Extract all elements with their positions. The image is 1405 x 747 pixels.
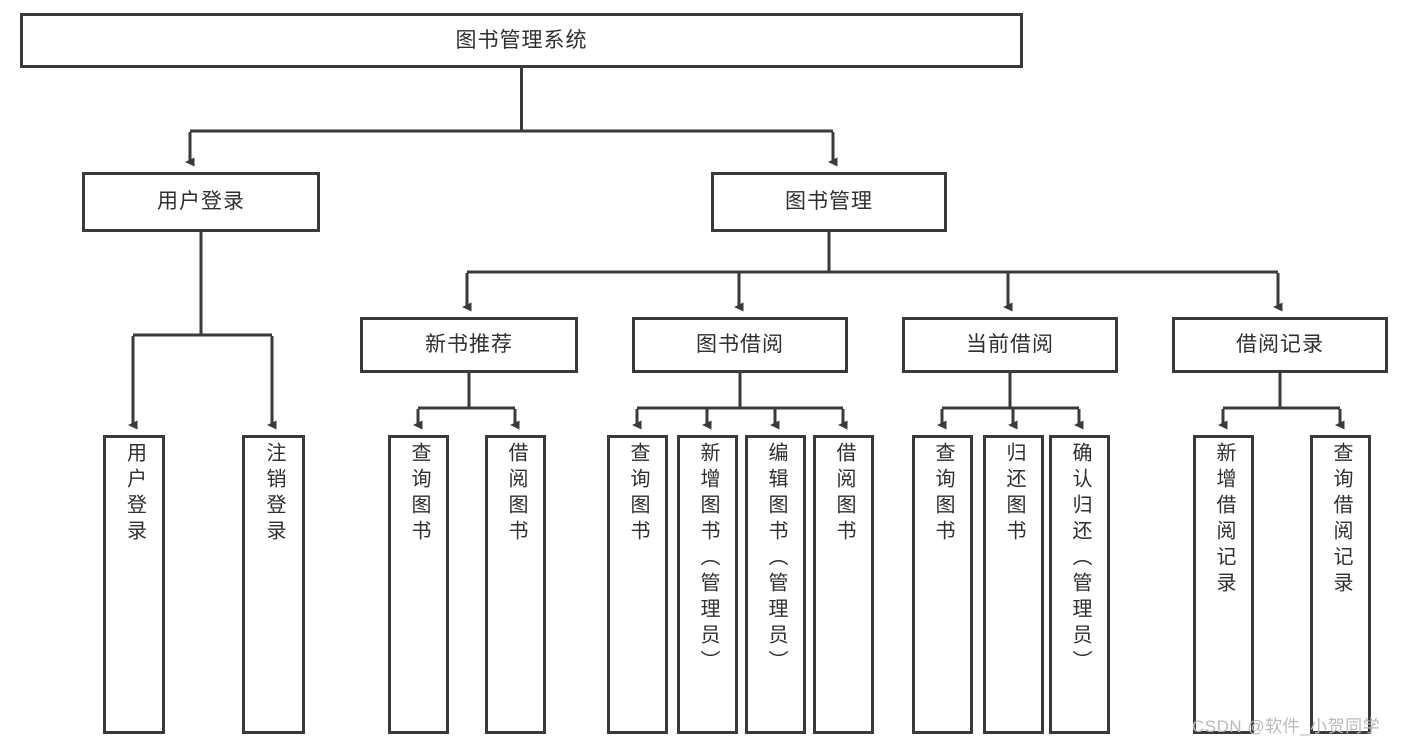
node-leaf-query-book-2[interactable]: 查询图书	[607, 435, 668, 734]
node-leaf-add-book[interactable]: 新增图书（管理员）	[677, 435, 738, 734]
node-leaf-logout-login[interactable]: 注销登录	[242, 435, 305, 734]
node-root-label: 图书管理系统	[455, 28, 588, 52]
node-new-book-recommend[interactable]: 新书推荐	[360, 317, 578, 373]
node-leaf-borrow-book-2-label: 借阅图书	[833, 442, 855, 546]
node-book-manage[interactable]: 图书管理	[711, 172, 947, 232]
node-leaf-add-record[interactable]: 新增借阅记录	[1193, 435, 1254, 734]
node-leaf-edit-book-label: 编辑图书（管理员）	[765, 442, 787, 676]
node-leaf-user-login[interactable]: 用户登录	[103, 435, 165, 734]
node-leaf-query-record[interactable]: 查询借阅记录	[1310, 435, 1371, 734]
node-current-borrow[interactable]: 当前借阅	[902, 317, 1118, 373]
node-leaf-query-book-1-label: 查询图书	[408, 442, 430, 546]
node-leaf-query-record-label: 查询借阅记录	[1330, 442, 1352, 598]
node-leaf-return-book-label: 归还图书	[1003, 442, 1025, 546]
node-leaf-return-book[interactable]: 归还图书	[983, 435, 1044, 734]
node-leaf-query-book-3-label: 查询图书	[932, 442, 954, 546]
node-book-borrow-label: 图书借阅	[696, 333, 784, 357]
node-leaf-borrow-book-1-label: 借阅图书	[505, 442, 527, 546]
node-leaf-confirm-return[interactable]: 确认归还（管理员）	[1049, 435, 1110, 734]
node-leaf-query-book-1[interactable]: 查询图书	[388, 435, 449, 734]
node-root[interactable]: 图书管理系统	[20, 13, 1023, 68]
node-book-borrow[interactable]: 图书借阅	[632, 317, 848, 373]
node-user-login[interactable]: 用户登录	[82, 172, 320, 232]
node-new-book-recommend-label: 新书推荐	[425, 333, 513, 357]
node-leaf-borrow-book-1[interactable]: 借阅图书	[485, 435, 546, 734]
node-leaf-query-book-2-label: 查询图书	[627, 442, 649, 546]
node-leaf-query-book-3[interactable]: 查询图书	[912, 435, 973, 734]
node-book-manage-label: 图书管理	[785, 190, 873, 214]
node-leaf-add-record-label: 新增借阅记录	[1213, 442, 1235, 598]
node-leaf-borrow-book-2[interactable]: 借阅图书	[813, 435, 874, 734]
node-leaf-edit-book[interactable]: 编辑图书（管理员）	[745, 435, 806, 734]
node-borrow-record[interactable]: 借阅记录	[1172, 317, 1388, 373]
node-leaf-user-login-label: 用户登录	[123, 442, 146, 546]
node-current-borrow-label: 当前借阅	[966, 333, 1054, 357]
node-user-login-label: 用户登录	[157, 190, 245, 214]
node-leaf-add-book-label: 新增图书（管理员）	[697, 442, 719, 676]
node-leaf-confirm-return-label: 确认归还（管理员）	[1069, 442, 1091, 676]
node-borrow-record-label: 借阅记录	[1236, 333, 1324, 357]
node-leaf-logout-login-label: 注销登录	[263, 442, 285, 546]
